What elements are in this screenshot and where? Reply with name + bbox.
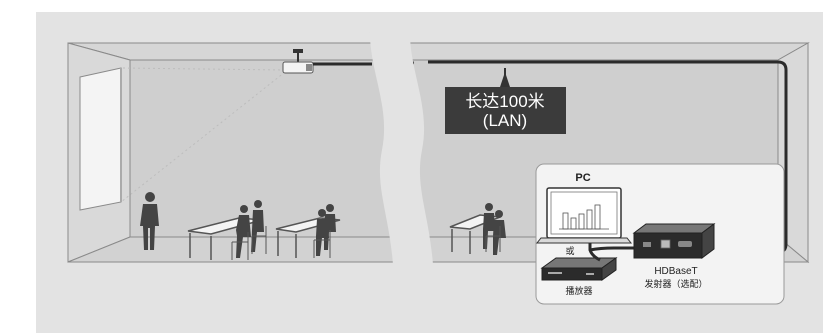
projection-beam (120, 67, 286, 203)
chair-icon (313, 230, 331, 258)
device-cable (588, 243, 636, 262)
player-label: 播放器 (565, 285, 592, 296)
chair-icon (231, 232, 249, 260)
callout-line1: 长达100米 (465, 92, 544, 111)
chair-icon (485, 226, 501, 252)
screen-icon (79, 67, 122, 211)
room-outline (67, 42, 809, 263)
distance-break (369, 12, 435, 333)
chair-icon (251, 226, 267, 254)
callout-line2: (LAN) (483, 111, 527, 130)
equipment-panel: PC 或 播放器 (535, 163, 785, 305)
person-icon (251, 200, 264, 252)
media-player-icon (540, 257, 618, 281)
projector-icon (282, 49, 314, 74)
distance-callout: 长达100米 (LAN) (445, 68, 566, 134)
back-wall (67, 42, 810, 61)
person-icon (140, 192, 159, 250)
hdbaset-transmitter-icon (632, 223, 716, 259)
or-label: 或 (565, 245, 574, 256)
transmitter-label: 发射器（选配） (644, 278, 707, 289)
person-icon (236, 205, 251, 258)
chairs (231, 226, 501, 260)
hdbaset-label: HDBaseT (654, 266, 697, 277)
laptop-icon (535, 187, 633, 244)
pc-label: PC (575, 172, 590, 184)
